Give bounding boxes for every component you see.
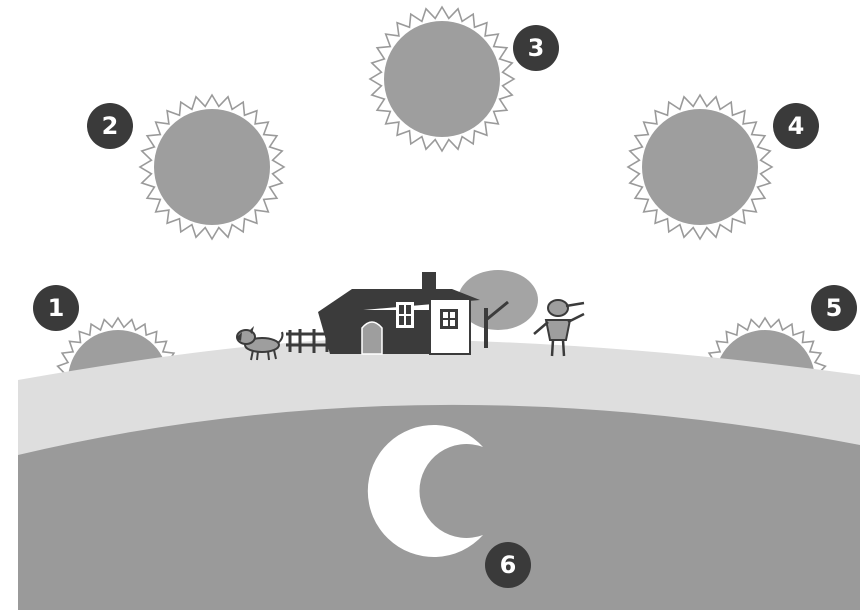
badge-3: 3 bbox=[513, 25, 559, 71]
badge-2: 2 bbox=[87, 103, 133, 149]
badge-5: 5 bbox=[811, 285, 857, 331]
sun-disc bbox=[642, 109, 758, 225]
badge-6: 6 bbox=[485, 542, 531, 588]
sun-position-4 bbox=[628, 95, 772, 239]
badge-1: 1 bbox=[33, 285, 79, 331]
sun-icon bbox=[370, 7, 514, 151]
badge-6-label: 6 bbox=[500, 551, 517, 579]
badge-2-label: 2 bbox=[102, 112, 119, 140]
sun-disc bbox=[154, 109, 270, 225]
badge-3-label: 3 bbox=[528, 34, 545, 62]
sun-icon bbox=[628, 95, 772, 239]
sun-position-3 bbox=[370, 7, 514, 151]
badge-5-label: 5 bbox=[826, 294, 843, 322]
sun-position-2 bbox=[140, 95, 284, 239]
badge-1-label: 1 bbox=[48, 294, 65, 322]
badge-4-label: 4 bbox=[788, 112, 805, 140]
sun-icon bbox=[140, 95, 284, 239]
badge-4: 4 bbox=[773, 103, 819, 149]
sun-disc bbox=[384, 21, 500, 137]
house-icon bbox=[318, 272, 480, 354]
